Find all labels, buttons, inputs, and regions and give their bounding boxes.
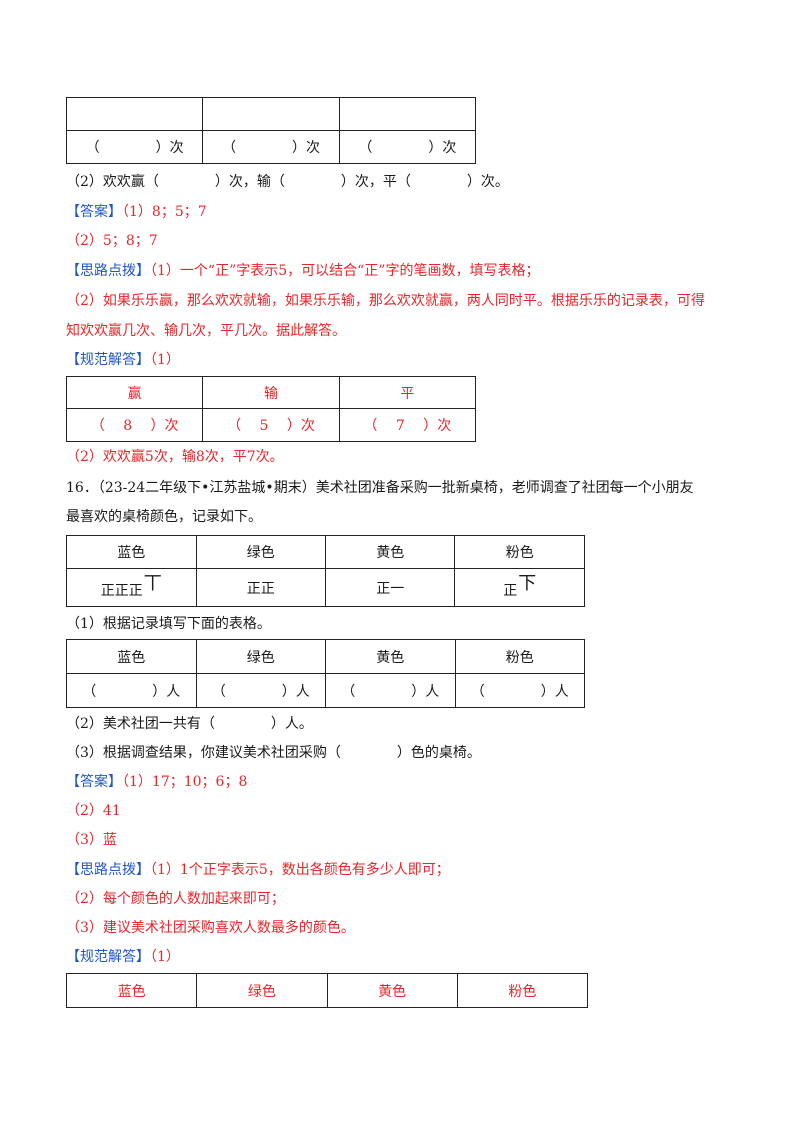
table-header: 绿色: [195, 535, 326, 569]
hint-tag: 【思路点拨】: [66, 263, 150, 279]
table-cell: [202, 97, 340, 131]
q16-part1: （1）根据记录填写下面的表格。: [66, 616, 271, 632]
table-cell: （ ）人: [66, 673, 197, 708]
tally-partial: 丅: [143, 572, 162, 594]
q16-answer-3: （3）蓝: [66, 832, 117, 848]
q16-hint: 【思路点拨】（1）1个正字表示5，数出各颜色有多少人即可；: [66, 860, 450, 880]
table-header: 黄色: [324, 535, 456, 569]
answer-text: （1）17；10；6；8: [122, 774, 248, 790]
q15-hint-2b: 知欢欢赢几次、输几次，平几次。据此解答。: [66, 323, 346, 339]
table-cell: （ ）人: [325, 673, 456, 708]
q16-part3: （3）根据调查结果，你建议美术社团采购（ ）色的桌椅。: [66, 745, 481, 761]
table-header: 赢: [65, 376, 204, 409]
q16-hint-2: （2）每个颜色的人数加起来即可；: [66, 891, 285, 907]
solution-tag: 【规范解答】: [66, 949, 150, 965]
answer-text: （1）8；5；7: [122, 204, 207, 220]
table-cell: （ ）次: [338, 130, 477, 164]
answer-tag: 【答案】: [66, 774, 122, 790]
table-header: 绿色: [195, 639, 326, 674]
q15-answer-2: （2）5；8；7: [66, 233, 158, 249]
hint-tag: 【思路点拨】: [66, 862, 150, 878]
q15-hint: 【思路点拨】（1）一个“正”字表示5，可以结合“正”字的笔画数，填写表格；: [66, 261, 539, 281]
table-cell: （ 7 ）次: [338, 408, 477, 442]
table-header: 粉色: [454, 535, 585, 569]
q16-stem-b: 最喜欢的桌椅颜色，记录如下。: [66, 509, 262, 525]
table-header: 输: [202, 376, 340, 409]
hint-text: （1）一个“正”字表示5，可以结合“正”字的笔画数，填写表格；: [150, 263, 540, 279]
q16-hint-3: （3）建议美术社团采购喜欢人数最多的颜色。: [66, 920, 355, 936]
tally-marks: 正: [503, 582, 518, 599]
table-header: 蓝色: [66, 535, 197, 569]
q15-hint-2a: （2）如果乐乐赢，那么欢欢就输，如果乐乐输，那么欢欢就赢，两人同时平。根据乐乐的…: [66, 293, 705, 309]
q16-solution-table: 蓝色 绿色 黄色 粉色: [65, 973, 589, 1008]
table-cell: （ ）次: [202, 130, 340, 164]
table-header: 粉色: [454, 639, 585, 674]
q15-part2: （2）欢欢赢（ ）次，输（ ）次，平（ ）次。: [66, 174, 509, 190]
tally-cell: 正正正丅: [66, 568, 197, 607]
q15-solution-2: （2）欢欢赢5次，输8次，平7次。: [66, 449, 284, 465]
q16-part2: （2）美术社团一共有（ ）人。: [66, 716, 313, 732]
tally-marks: 正正: [246, 580, 275, 597]
table-cell: （ ）人: [195, 673, 326, 708]
table-cell: （ 8 ）次: [65, 408, 204, 442]
table-cell: （ 5 ）次: [202, 408, 340, 442]
solution-text: （1）: [150, 352, 180, 368]
table-cell: [338, 97, 477, 131]
table-cell: （ ）次: [65, 130, 204, 164]
table-header: 黄色: [326, 973, 458, 1008]
table-header: 黄色: [325, 639, 456, 674]
q16-stem-a: 16．（23-24二年级下•江苏盐城•期末）美术社团准备采购一批新桌椅，老师调查…: [66, 480, 694, 496]
hint-text: （1）1个正字表示5，数出各颜色有多少人即可；: [150, 862, 450, 878]
tally-cell: 正正: [195, 568, 326, 607]
table-header: 粉色: [456, 973, 589, 1008]
q16-fill-table: 蓝色 绿色 黄色 粉色 （ ）人 （ ）人 （ ）人 （ ）人: [66, 639, 585, 708]
solution-text: （1）: [150, 949, 180, 965]
table-cell: [65, 97, 204, 131]
tally-partial: 下: [518, 572, 537, 594]
q15-record-table: （ ）次 （ ）次 （ ）次: [65, 97, 477, 164]
q15-answer: 【答案】（1）8；5；7: [66, 202, 207, 222]
q15-solution: 【规范解答】（1）: [66, 350, 180, 370]
tally-cell: 正一: [324, 568, 456, 607]
solution-tag: 【规范解答】: [66, 352, 150, 368]
tally-marks: 正正正: [100, 582, 143, 599]
table-header: 蓝色: [65, 973, 198, 1008]
q16-solution: 【规范解答】（1）: [66, 947, 180, 967]
q16-answer: 【答案】（1）17；10；6；8: [66, 772, 247, 792]
q15-solution-table: 赢 输 平 （ 8 ）次 （ 5 ）次 （ 7 ）次: [65, 376, 477, 442]
tally-marks: 正一: [376, 580, 405, 597]
table-cell: （ ）人: [454, 673, 585, 708]
tally-cell: 正下: [454, 568, 585, 607]
answer-tag: 【答案】: [66, 204, 122, 220]
table-header: 平: [338, 376, 477, 409]
q16-answer-2: （2）41: [66, 803, 121, 819]
table-header: 绿色: [196, 973, 328, 1008]
q16-tally-table: 蓝色 绿色 黄色 粉色 正正正丅 正正 正一 正下: [66, 535, 585, 607]
table-header: 蓝色: [66, 639, 197, 674]
